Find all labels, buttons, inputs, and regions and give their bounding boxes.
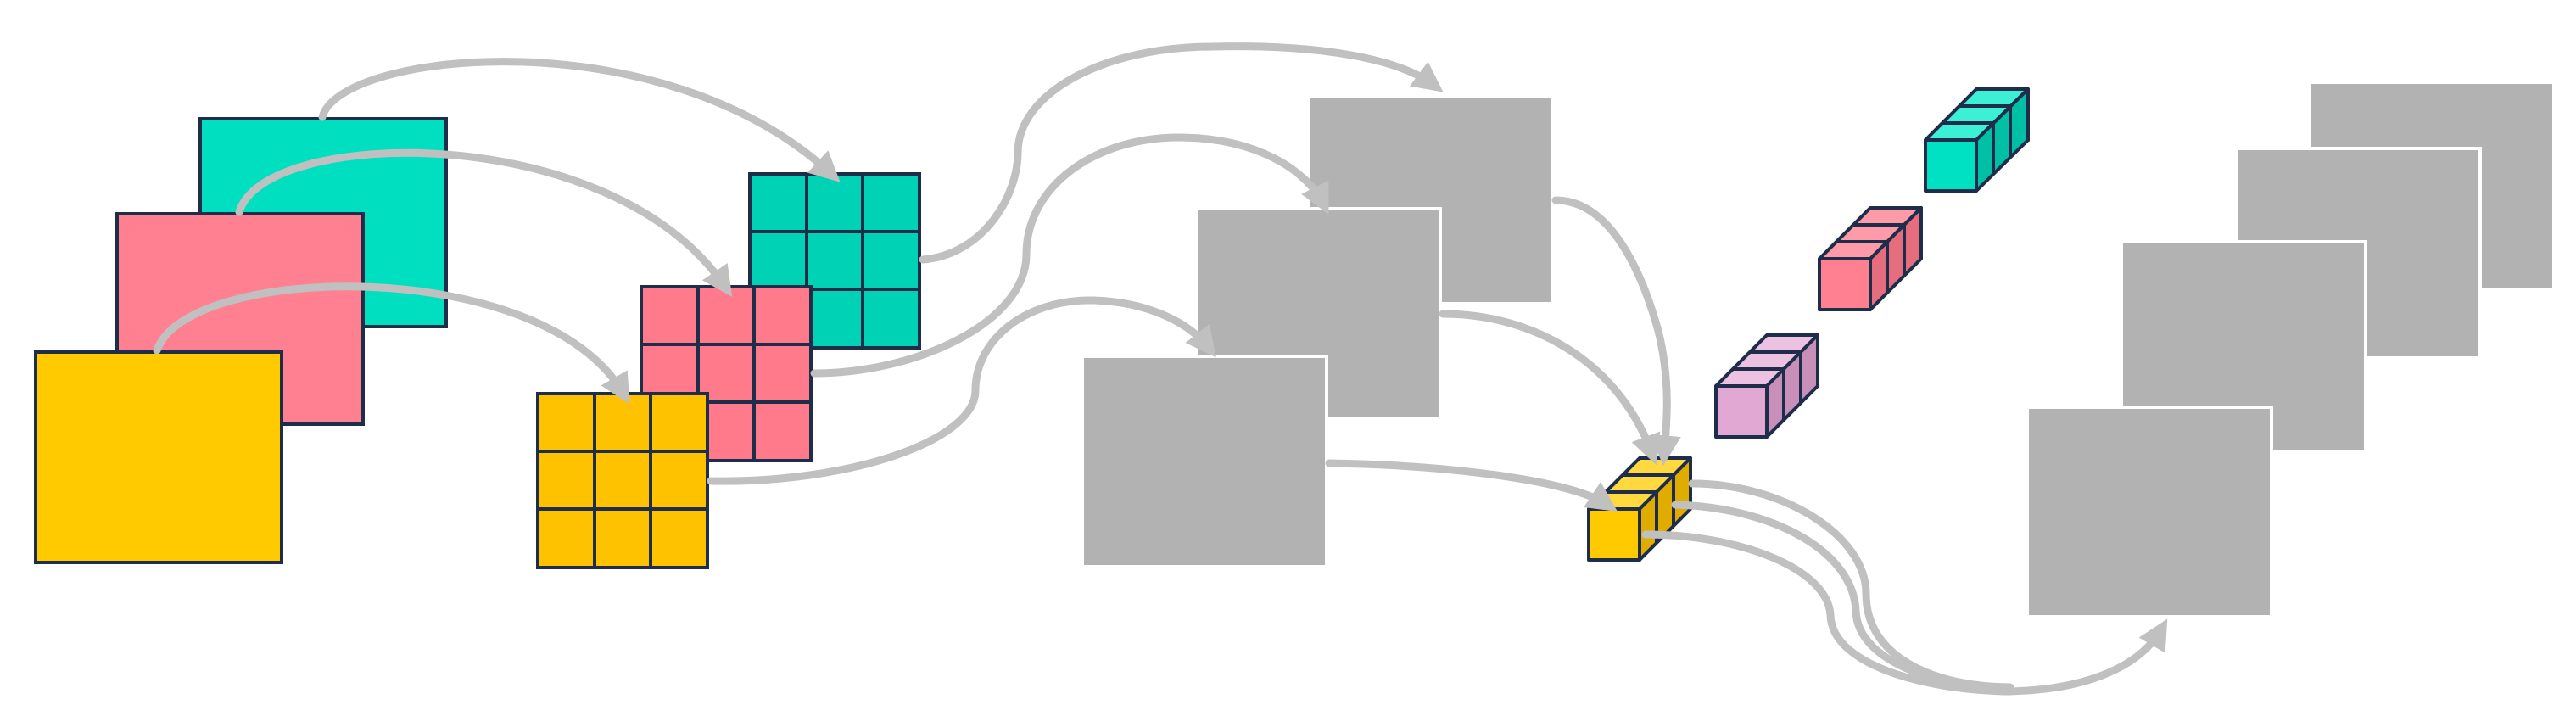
intermediate-map-3 — [1081, 355, 1328, 568]
arrow-pointwise-to-output-main — [1998, 618, 2168, 696]
arrow-pointwise-out-3 — [1641, 530, 2014, 696]
arrow-pointwise-out-2 — [1671, 501, 2014, 693]
pointwise-kernels — [1587, 87, 2030, 562]
arrow-map3-to-pointwise — [1325, 459, 1618, 512]
arrows-intermediate-to-pointwise — [1325, 196, 1681, 512]
output-map-4 — [2026, 406, 2273, 618]
arrow-map2-to-pointwise — [1439, 310, 1661, 466]
intermediate-feature-maps — [1081, 94, 1555, 568]
arrows-pointwise-to-output — [1641, 479, 2168, 696]
input-channel-yellow — [34, 350, 283, 564]
pointwise-kernel-teal — [1924, 87, 2030, 193]
arrow-map1-to-pointwise — [1551, 196, 1681, 467]
pointwise-kernel-pink — [1818, 206, 1923, 311]
arrow-pink-input-to-kernel — [235, 148, 733, 297]
arrows-kernel-to-intermediate — [707, 42, 1444, 485]
arrows-input-to-kernel — [153, 58, 841, 405]
input-channels — [34, 117, 448, 564]
arrow-yellow-input-to-kernel — [153, 282, 630, 405]
kernel-grid-yellow — [536, 392, 709, 569]
pointwise-kernel-yellow — [1587, 456, 1692, 562]
arrow-teal-input-to-kernel — [318, 58, 841, 182]
arrow-pink-kernel-to-map — [810, 133, 1329, 378]
pointwise-kernel-lavender — [1714, 333, 1819, 439]
arrow-teal-kernel-to-map — [919, 42, 1444, 264]
arrow-yellow-kernel-to-map — [707, 296, 1216, 485]
output-feature-maps — [2026, 81, 2556, 618]
